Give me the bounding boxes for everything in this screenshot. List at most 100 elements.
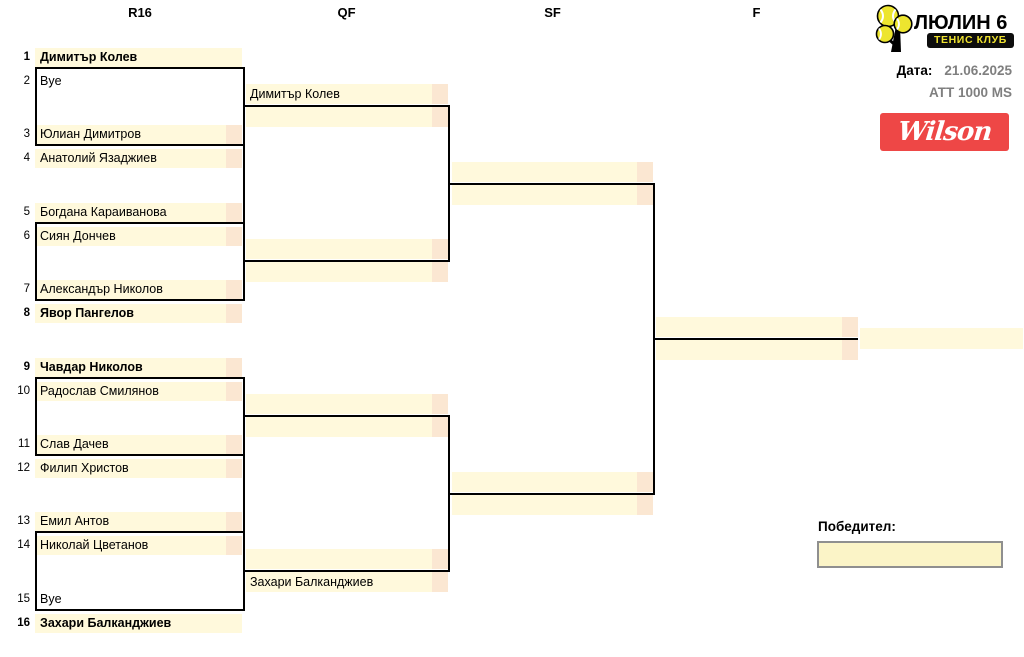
player-cell: Слав Дачев — [35, 435, 242, 454]
bracket-line — [655, 338, 858, 340]
score-cell — [432, 262, 448, 282]
score-cell — [226, 382, 242, 401]
player-cell: Чавдар Николов — [35, 358, 242, 377]
r16-row: 7 Александър Николов — [0, 280, 260, 299]
r16-row: 15 Bye — [0, 590, 260, 609]
qf-slot-7[interactable] — [246, 549, 448, 569]
bracket-line — [35, 609, 245, 611]
seed-number: 4 — [23, 152, 30, 164]
player-cell: Захари Балканджиев — [35, 614, 242, 633]
score-cell — [226, 536, 242, 555]
r16-row: 12 Филип Христов — [0, 459, 260, 478]
final-slot-1[interactable] — [656, 317, 858, 337]
score-cell — [637, 472, 653, 492]
score-cell — [226, 280, 242, 299]
sf-slot-3[interactable] — [452, 472, 653, 492]
bracket-line — [35, 377, 37, 456]
bracket-line — [35, 531, 37, 611]
seed-number: 12 — [17, 462, 30, 474]
player-cell: Николай Цветанов — [35, 536, 242, 555]
date-label: Дата: — [896, 63, 933, 78]
bracket-line — [35, 299, 245, 301]
bracket-line — [35, 67, 37, 146]
bracket-line — [35, 377, 245, 379]
tennis-ball-tree-icon — [875, 4, 913, 52]
qf-slot-5[interactable] — [246, 394, 448, 414]
score-cell — [637, 162, 653, 182]
player-cell: Юлиан Димитров — [35, 125, 242, 144]
bracket-line — [448, 415, 450, 572]
bracket-line — [35, 454, 245, 456]
score-cell — [432, 84, 448, 104]
bracket-line — [243, 377, 245, 611]
player-cell: Bye — [40, 74, 62, 88]
player-cell: Димитър Колев — [35, 48, 242, 67]
player-cell: Александър Николов — [35, 280, 242, 299]
seed-number: 8 — [23, 307, 30, 319]
bracket-line — [35, 144, 245, 146]
seed-number: 10 — [17, 385, 30, 397]
r16-row: 2 Bye — [0, 72, 260, 91]
column-header-sf: SF — [544, 5, 561, 20]
r16-row: 14 Николай Цветанов — [0, 536, 260, 555]
club-logo: ЛЮЛИН 6 ТЕНИС КЛУБ — [874, 4, 1016, 54]
r16-row: 16 Захари Балканджиев — [0, 614, 260, 633]
date-value: 21.06.2025 — [944, 63, 1012, 78]
score-cell — [842, 340, 858, 360]
r16-row: 11 Слав Дачев — [0, 435, 260, 454]
score-cell — [226, 203, 242, 222]
r16-row: 9 Чавдар Николов — [0, 358, 260, 377]
bracket-line — [35, 222, 37, 301]
qf-slot-6[interactable] — [246, 417, 448, 437]
player-cell: Филип Христов — [35, 459, 242, 478]
sf-slot-2[interactable] — [452, 185, 653, 205]
club-subtitle-badge: ТЕНИС КЛУБ — [927, 33, 1014, 48]
qf-slot-3[interactable] — [246, 239, 448, 259]
score-cell — [226, 149, 242, 168]
player-cell: Емил Антов — [35, 512, 242, 531]
bracket-line — [243, 260, 450, 262]
bracket-line — [243, 67, 245, 301]
bracket-line — [448, 105, 450, 262]
seed-number: 14 — [17, 539, 30, 551]
bracket-line — [35, 67, 245, 69]
r16-row: 6 Сиян Дончев — [0, 227, 260, 246]
qf-slot-1: Димитър Колев — [246, 84, 448, 104]
seed-number: 7 — [23, 283, 30, 295]
score-cell — [226, 512, 242, 531]
sf-slot-1[interactable] — [452, 162, 653, 182]
sf-slot-4[interactable] — [452, 495, 653, 515]
wilson-logo: Wilson — [880, 113, 1009, 151]
r16-row: 3 Юлиан Димитров — [0, 125, 260, 144]
seed-number: 5 — [23, 206, 30, 218]
final-slot-2[interactable] — [656, 340, 858, 360]
category-line: ATT 1000 MS — [928, 85, 1012, 100]
score-cell — [226, 358, 242, 377]
bracket-line — [653, 183, 655, 495]
bracket-line — [450, 183, 655, 185]
champion-slot[interactable] — [860, 328, 1023, 349]
seed-number: 16 — [17, 617, 30, 629]
winner-input[interactable] — [817, 541, 1003, 568]
score-cell — [637, 185, 653, 205]
seed-number: 2 — [23, 75, 30, 87]
column-header-r16: R16 — [128, 5, 152, 20]
wilson-logo-text: Wilson — [896, 117, 993, 147]
bracket-line — [35, 531, 245, 533]
score-cell — [432, 417, 448, 437]
score-cell — [432, 239, 448, 259]
score-cell — [432, 572, 448, 592]
player-cell: Богдана Караиванова — [35, 203, 242, 222]
score-cell — [432, 549, 448, 569]
r16-row: 5 Богдана Караиванова — [0, 203, 260, 222]
qf-slot-4[interactable] — [246, 262, 448, 282]
player-cell: Радослав Смилянов — [35, 382, 242, 401]
qf-slot-2[interactable] — [246, 107, 448, 127]
player-cell: Bye — [40, 592, 62, 606]
score-cell — [226, 304, 242, 323]
score-cell — [637, 495, 653, 515]
score-cell — [432, 394, 448, 414]
player-cell: Явор Пангелов — [35, 304, 242, 323]
qf-slot-8: Захари Балканджиев — [246, 572, 448, 592]
